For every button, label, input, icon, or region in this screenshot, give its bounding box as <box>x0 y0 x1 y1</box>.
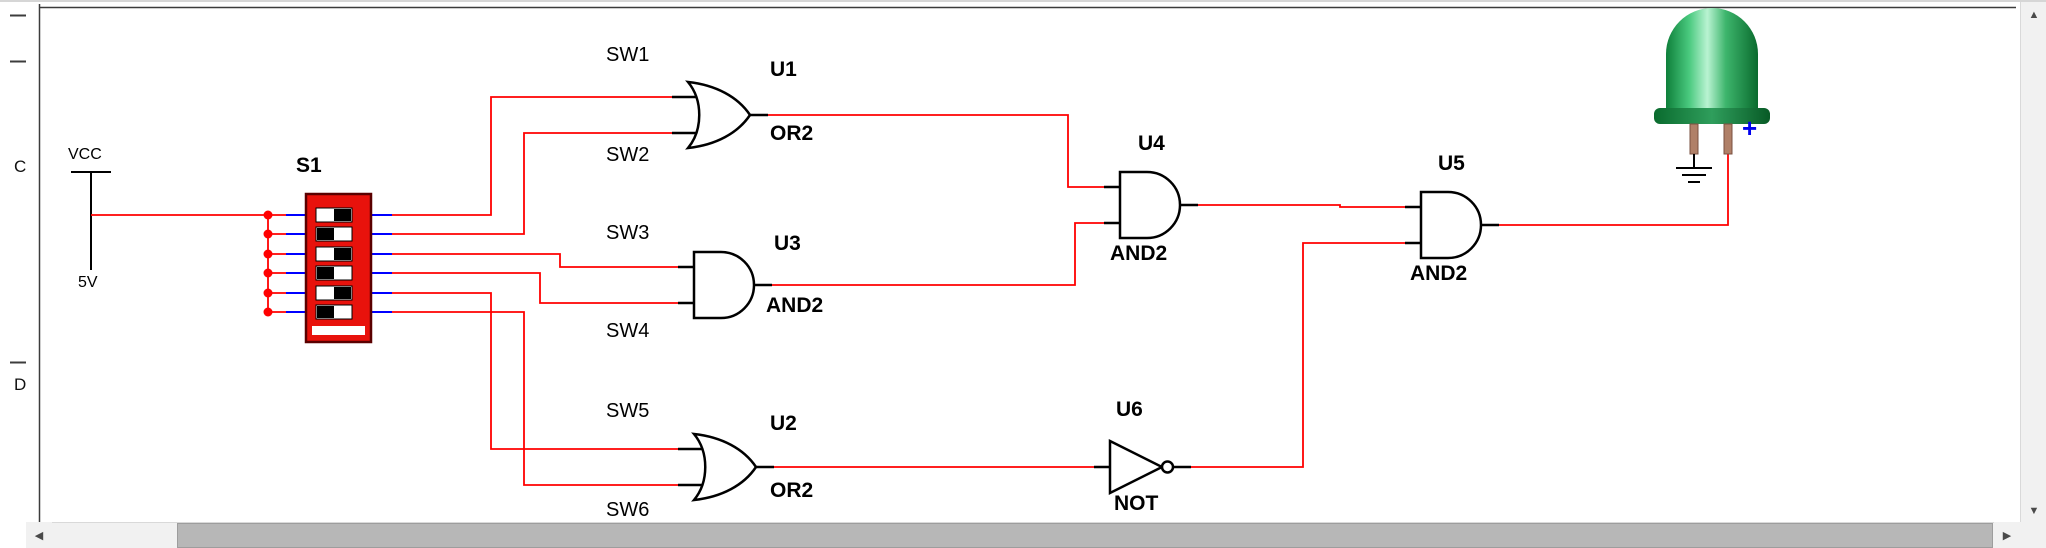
wire-sw2 <box>392 132 672 235</box>
wires[interactable] <box>91 96 1729 486</box>
scroll-down-button[interactable]: ▼ <box>2021 498 2046 524</box>
gate-type-u4[interactable]: AND2 <box>1110 242 1168 265</box>
wire-sw4 <box>392 272 678 304</box>
gate-type-u3[interactable]: AND2 <box>766 294 824 317</box>
net-label-sw6[interactable]: SW6 <box>606 499 650 521</box>
gate-ref-u6[interactable]: U6 <box>1116 398 1143 421</box>
scroll-up-button[interactable]: ▲ <box>2021 2 2046 28</box>
wire-u6-to-u5 <box>1191 242 1405 468</box>
gate-ref-u5[interactable]: U5 <box>1438 152 1465 175</box>
wire-sw5 <box>392 292 678 450</box>
led-component[interactable] <box>1654 8 1770 183</box>
gate-type-u2[interactable]: OR2 <box>770 479 814 502</box>
or-gate-u1[interactable] <box>672 80 768 150</box>
vertical-scrollbar[interactable]: ▲ ▼ <box>2020 2 2046 524</box>
gate-ref-u2[interactable]: U2 <box>770 412 797 435</box>
net-label-sw5[interactable]: SW5 <box>606 400 650 422</box>
scroll-left-button[interactable]: ◀ <box>26 522 52 548</box>
net-label-sw3[interactable]: SW3 <box>606 222 650 244</box>
gate-type-u5[interactable]: AND2 <box>1410 262 1468 285</box>
scrollbar-corner <box>2020 522 2046 548</box>
wire-sw3 <box>392 253 678 268</box>
switch-pin-stubs <box>286 214 392 313</box>
gate-ref-u3[interactable]: U3 <box>774 232 801 255</box>
sheet-border <box>10 4 2016 524</box>
wire-sw6 <box>392 311 678 486</box>
sheet-row-letter-d: D <box>14 375 27 394</box>
led-polarity-label: + <box>1742 113 1758 143</box>
gate-ref-u4[interactable]: U4 <box>1138 132 1165 155</box>
wire-sw1 <box>392 96 672 216</box>
gate-ref-u1[interactable]: U1 <box>770 58 797 81</box>
sheet-row-letter-c: C <box>14 157 27 176</box>
ground-symbol[interactable] <box>1676 154 1712 183</box>
wire-u3-to-u4 <box>772 222 1104 286</box>
vcc-power-source[interactable] <box>71 171 111 270</box>
net-label-sw4[interactable]: SW4 <box>606 320 650 342</box>
dip-switch-s1[interactable] <box>304 192 373 344</box>
schematic-canvas[interactable] <box>0 2 2020 524</box>
net-label-sw1[interactable]: SW1 <box>606 44 650 66</box>
net-label-sw2[interactable]: SW2 <box>606 144 650 166</box>
and-gate-u3[interactable] <box>678 250 772 320</box>
and-gate-u5[interactable] <box>1405 190 1499 260</box>
wire-u4-to-u5 <box>1198 204 1405 208</box>
power-value[interactable]: 5V <box>78 274 98 291</box>
hscroll-thumb[interactable] <box>177 523 1993 548</box>
or-gate-u2[interactable] <box>678 432 774 502</box>
and-gate-u4[interactable] <box>1104 170 1198 240</box>
wire-u1-to-u4 <box>768 114 1104 188</box>
gate-type-u6[interactable]: NOT <box>1114 492 1159 515</box>
power-label[interactable]: VCC <box>68 146 102 163</box>
not-gate-u6[interactable] <box>1094 438 1191 496</box>
scroll-right-button[interactable]: ▶ <box>1994 522 2020 548</box>
wire-u5-to-led <box>1499 154 1729 226</box>
gate-type-u1[interactable]: OR2 <box>770 122 814 145</box>
switch-ref-label[interactable]: S1 <box>296 154 322 177</box>
horizontal-scrollbar[interactable]: ◀ ▶ <box>26 522 2020 548</box>
junction-dots <box>263 210 273 317</box>
